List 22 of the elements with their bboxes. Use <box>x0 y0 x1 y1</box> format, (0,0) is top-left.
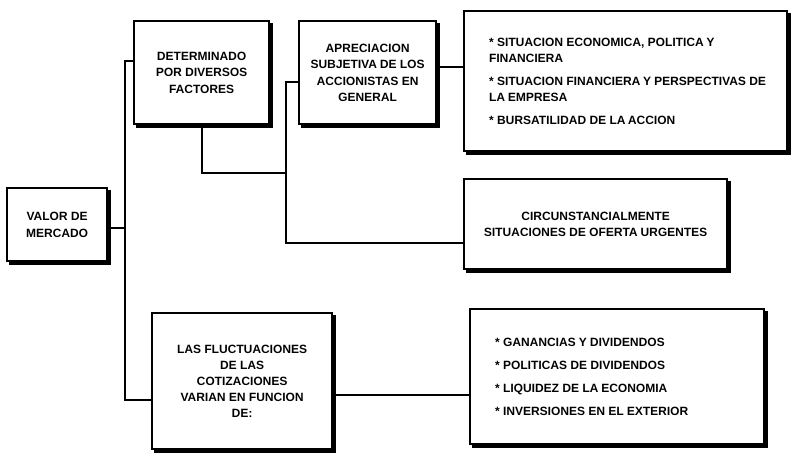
text-box <box>469 308 765 445</box>
box-label: CIRCUNSTANCIALMENTE SITUACIONES DE OFERTA URGENTES <box>482 208 708 240</box>
connector-line <box>333 394 469 396</box>
bullet-item: * INVERSIONES EN EL EXTERIOR <box>495 403 688 420</box>
connector-line <box>201 125 463 244</box>
box-label: VALOR DE MERCADO <box>25 208 89 241</box>
bullet-item: * SITUACION ECONOMICA, POLITICA Y FINANCIERA <box>489 34 716 66</box>
box-label: LAS FLUCTUACIONES DE LAS COTIZACIONES VARIAN EN FUNCION DE: <box>177 340 307 422</box>
text-box <box>133 20 270 125</box>
connector-line <box>437 66 463 68</box>
bullet-item: * BURSATILIDAD DE LA ACCION <box>489 112 676 128</box>
bullet-item: * SITUACION FINANCIERA Y PERSPECTIVAS DE LA EMPRESA <box>489 72 767 106</box>
bullet-item: * POLITICAS DE DIVIDENDOS <box>495 356 666 373</box>
text-box <box>463 10 788 152</box>
bullet-item: * LIQUIDEZ DE LA ECONOMIA <box>495 380 668 396</box>
bullet-item: * GANANCIAS Y DIVIDENDOS <box>495 334 665 350</box>
text-box <box>151 312 333 450</box>
text-box <box>463 178 728 270</box>
box-label: DETERMINADO POR DIVERSOS FACTORES <box>154 48 248 97</box>
text-box <box>298 20 437 125</box>
text-box <box>6 187 108 262</box>
box-label: APRECIACION SUBJETIVA DE LOS ACCIONISTAS EN GENERAL <box>309 40 426 105</box>
